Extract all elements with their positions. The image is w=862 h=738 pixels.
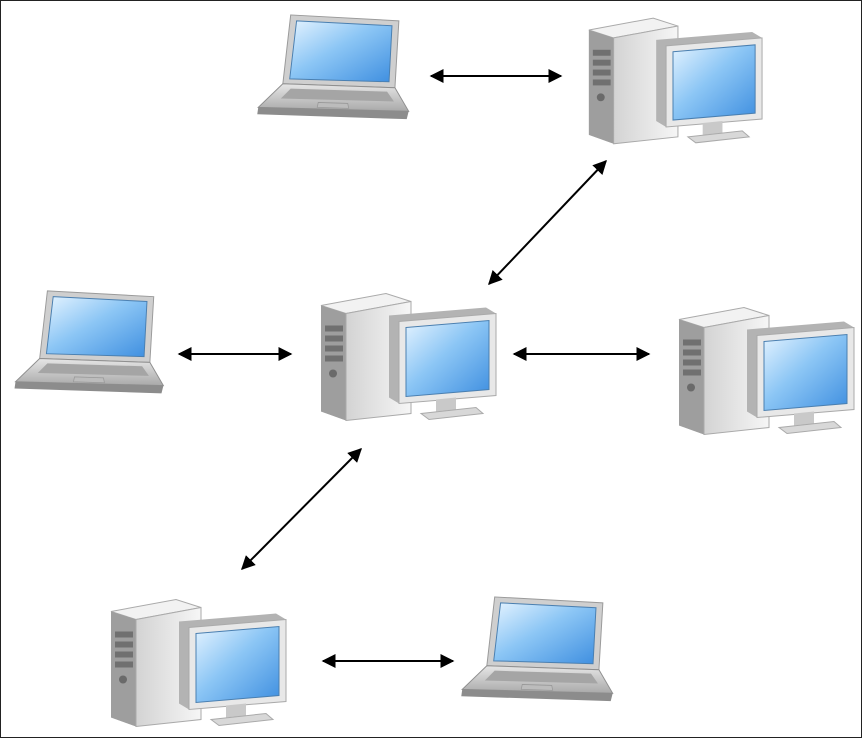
desktop-right-icon: [678, 306, 855, 435]
laptop-left-icon: [14, 290, 164, 394]
link-desktop-center-desktop-top-right: [488, 159, 607, 286]
desktop-center-icon: [320, 292, 497, 421]
desktop-bottom-left-icon: [110, 598, 287, 727]
laptop-top-icon: [256, 14, 410, 120]
desktop-top-right-icon: [588, 17, 763, 145]
link-desktop-center-desktop-bottom-left: [241, 448, 362, 570]
laptop-bottom-right-icon: [460, 596, 614, 702]
